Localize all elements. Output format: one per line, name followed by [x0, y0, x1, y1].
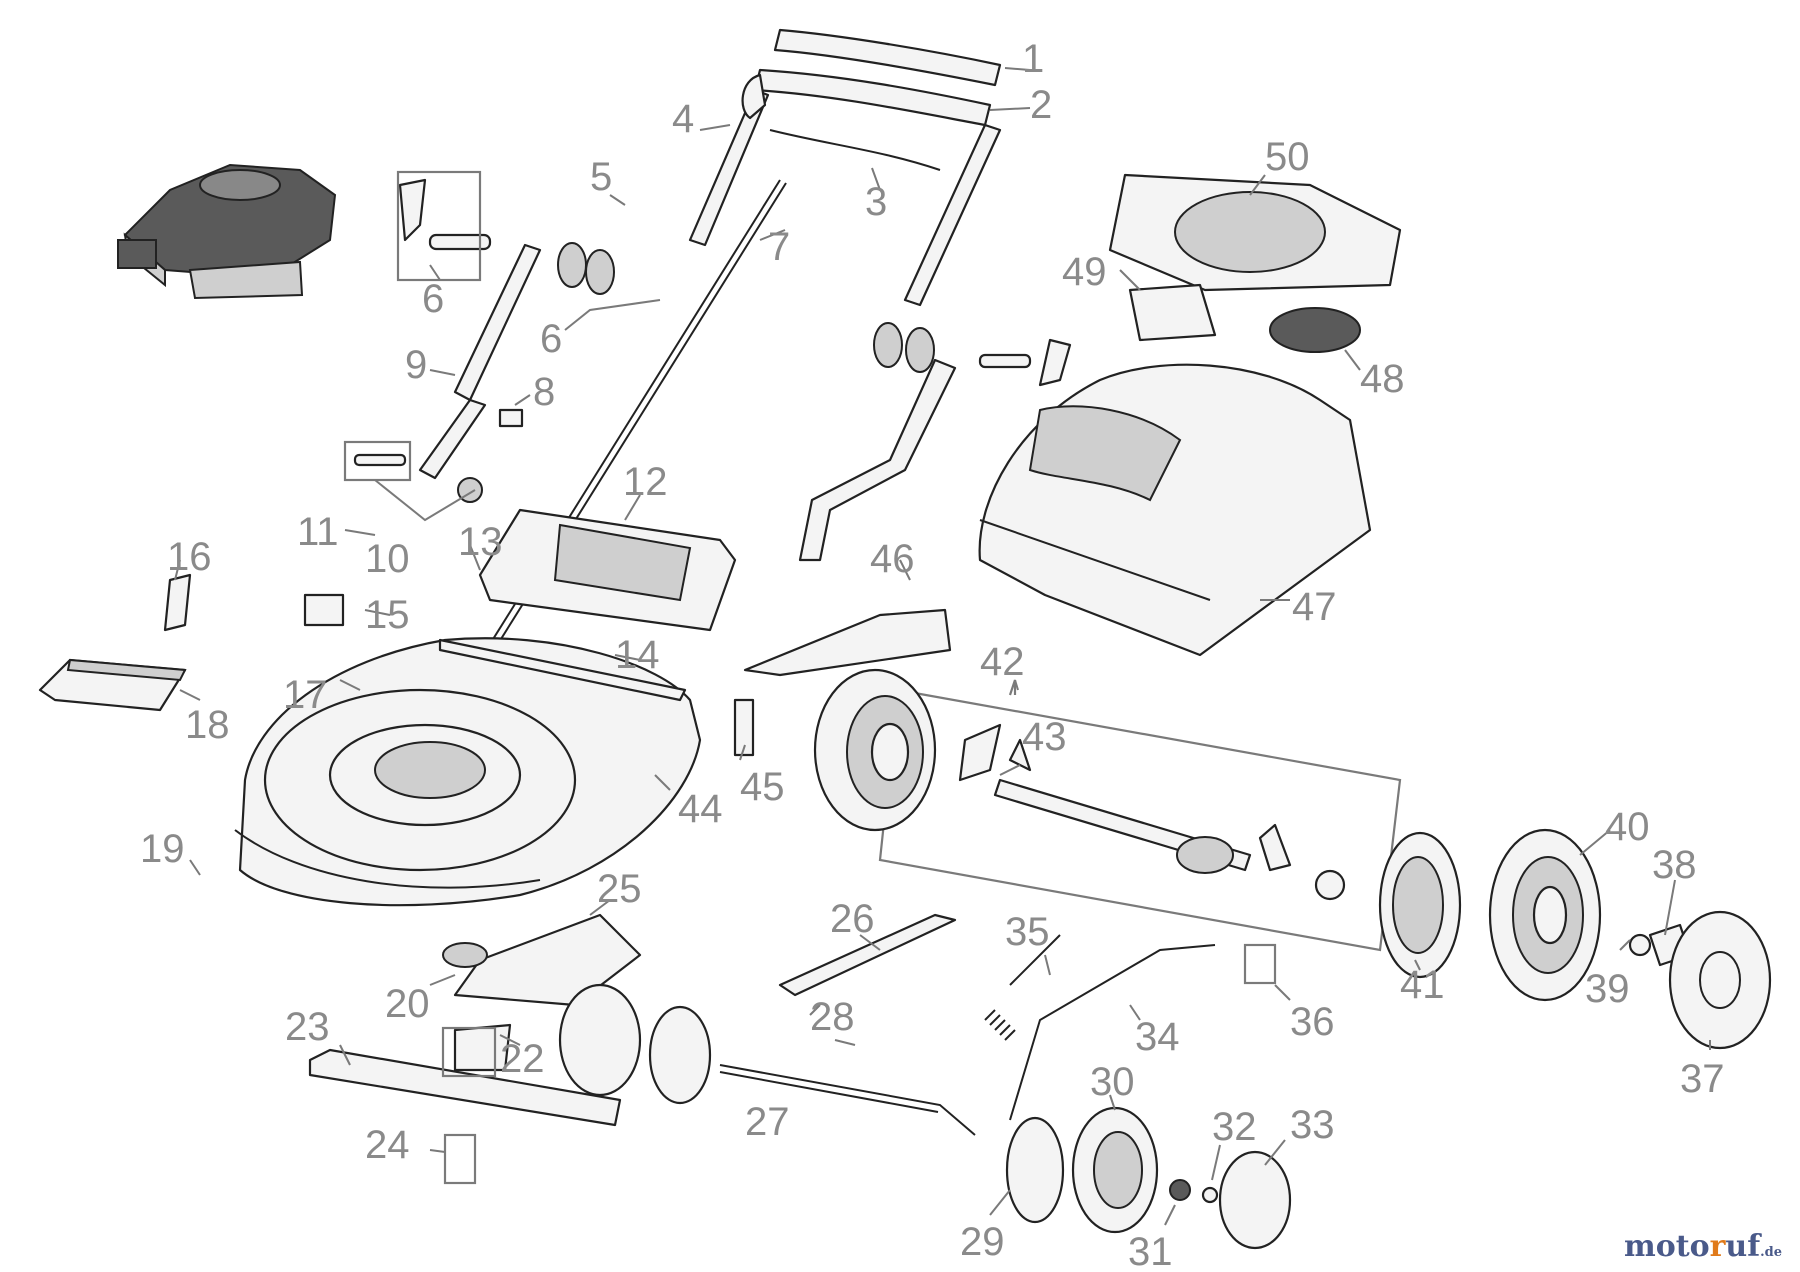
grass-catcher	[978, 363, 1372, 657]
bracket-22	[441, 1026, 497, 1078]
part-number: 44	[678, 787, 723, 831]
rear-flap	[38, 658, 187, 712]
part-number-labels: 1 2 3 4 5 6 6 7 8 9 10 11 12 13 14 15 16…	[140, 37, 1725, 1272]
part-number: 3	[865, 180, 887, 224]
watermark-part1: moto	[1623, 1229, 1710, 1264]
bracket-36	[1243, 943, 1277, 985]
part-number: 18	[185, 703, 230, 747]
drive-belt	[778, 913, 957, 997]
part-number: 12	[623, 460, 668, 504]
part-number: 11	[297, 510, 339, 554]
mower-deck	[234, 637, 702, 907]
leader-lines	[174, 67, 1711, 1226]
part-number: 49	[1062, 250, 1107, 294]
part-number: 35	[1005, 910, 1050, 954]
part-number: 30	[1090, 1060, 1135, 1104]
part-number: 42	[980, 640, 1025, 684]
part-number: 9	[405, 343, 427, 387]
part-number: 4	[672, 97, 694, 141]
handle-lower	[418, 243, 957, 562]
front-wheel-right	[1005, 1106, 1292, 1250]
watermark-suffix: .de	[1760, 1245, 1782, 1260]
part-number: 43	[1022, 715, 1067, 759]
part-number: 34	[1135, 1015, 1180, 1059]
height-bracket-left	[163, 573, 755, 757]
front-axle	[719, 1064, 976, 1136]
rear-wheel-left	[813, 668, 937, 832]
part-number: 10	[365, 537, 410, 581]
part-number: 20	[385, 982, 430, 1026]
handle-upper	[688, 28, 1002, 307]
part-number: 50	[1265, 135, 1310, 179]
part-number: 23	[285, 1005, 330, 1049]
part-number: 47	[1292, 585, 1337, 629]
part-number: 33	[1290, 1103, 1335, 1147]
part-number: 48	[1360, 357, 1405, 401]
part-number: 41	[1400, 963, 1445, 1007]
part-number: 28	[810, 995, 855, 1039]
engine-illustration	[117, 163, 337, 300]
part-number: 6	[540, 317, 562, 361]
part-number: 17	[283, 673, 328, 717]
part-number: 25	[597, 867, 642, 911]
air-filter	[1269, 307, 1361, 353]
part-number: 2	[1030, 83, 1052, 127]
part-number: 6	[422, 277, 444, 321]
part-number: 24	[365, 1123, 410, 1167]
part-number: 15	[365, 593, 410, 637]
part-number: 16	[167, 535, 212, 579]
watermark-logo: motoruf.de	[1624, 1229, 1782, 1264]
part-number: 39	[1585, 967, 1630, 1011]
engine-cover	[1108, 173, 1402, 292]
part-number: 26	[830, 897, 875, 941]
cutting-blade	[308, 1048, 622, 1127]
part-number: 45	[740, 765, 785, 809]
part-number: 1	[1022, 37, 1044, 81]
part-number: 46	[870, 537, 915, 581]
part-number: 7	[768, 225, 790, 269]
part-number: 14	[615, 633, 660, 677]
watermark-part3: uf	[1725, 1229, 1761, 1264]
part-number: 32	[1212, 1105, 1257, 1149]
handle-hardware	[353, 178, 1072, 503]
blade-adapter	[442, 913, 642, 1007]
bracket-10	[343, 440, 412, 482]
rear-wheel-right	[1378, 828, 1772, 1050]
part-number: 37	[1680, 1057, 1725, 1101]
part-number: 13	[458, 520, 503, 564]
rear-axle-assembly	[958, 723, 1346, 901]
front-wheel-left	[453, 983, 712, 1105]
part-number: 36	[1290, 1000, 1335, 1044]
part-number: 22	[500, 1037, 545, 1081]
axle-assembly-bracket	[878, 688, 1402, 952]
part-number: 27	[745, 1100, 790, 1144]
side-deflector	[743, 608, 952, 677]
spring	[984, 934, 1061, 1041]
bolt-bracket-24	[443, 1133, 477, 1185]
watermark-part2: r	[1709, 1229, 1726, 1264]
part-number: 8	[533, 370, 555, 414]
instruction-label	[1128, 283, 1217, 342]
part-number: 19	[140, 827, 185, 871]
part-number: 5	[590, 155, 612, 199]
part-number: 40	[1605, 805, 1650, 849]
part-number: 38	[1652, 843, 1697, 887]
part-number: 31	[1128, 1230, 1173, 1272]
control-rod	[1009, 944, 1216, 1121]
part-number: 29	[960, 1220, 1005, 1264]
rear-cover	[478, 508, 737, 632]
